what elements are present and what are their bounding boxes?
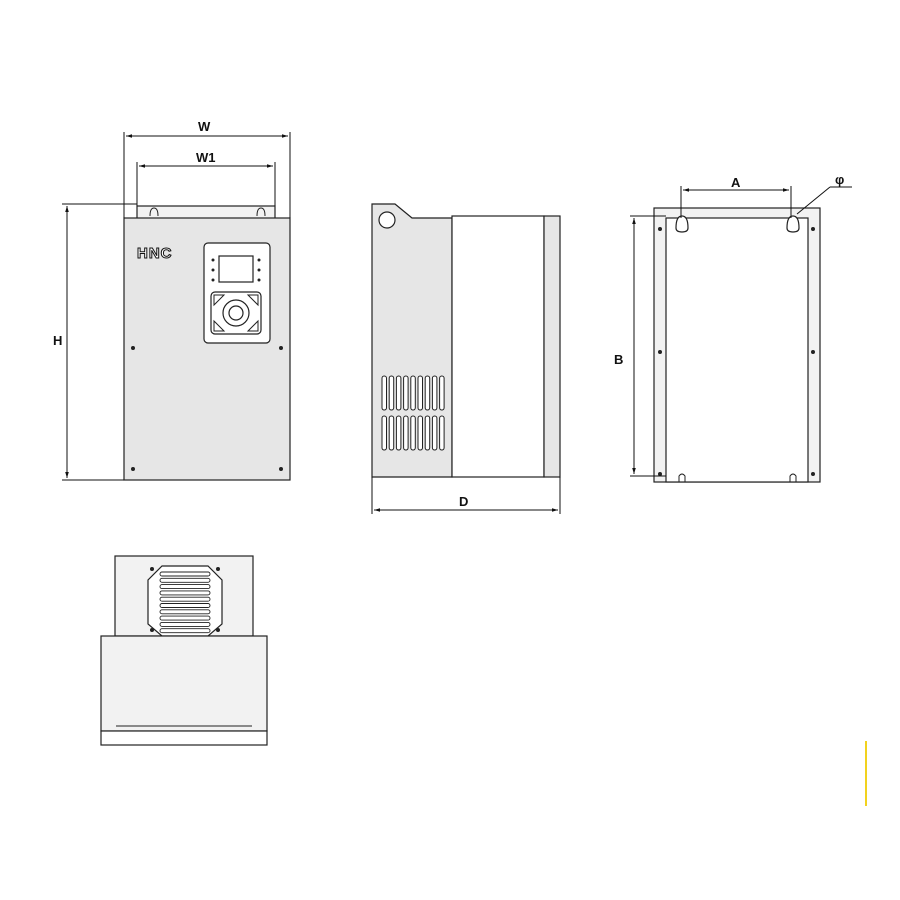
side-front-cover xyxy=(451,215,545,478)
dim-w-label: W xyxy=(198,119,211,134)
vent-slot xyxy=(439,415,445,451)
screw xyxy=(658,472,662,476)
screw xyxy=(811,227,815,231)
dim-d-label: D xyxy=(459,494,468,509)
screw xyxy=(150,567,154,571)
vent-slot xyxy=(403,375,409,411)
indicator-led xyxy=(211,268,215,272)
vent-slot xyxy=(424,415,431,451)
keyhole-right xyxy=(786,215,800,233)
grille-bar xyxy=(159,621,211,627)
dim-hole-label: φ xyxy=(835,172,844,187)
keypad-display xyxy=(218,255,254,283)
keypad-corner-keys xyxy=(213,294,259,332)
front-slot-right xyxy=(256,207,266,217)
indicator-led xyxy=(211,278,215,282)
vent-slot xyxy=(417,375,423,411)
keyhole-left xyxy=(675,215,689,233)
screw xyxy=(279,467,283,471)
grille-bar xyxy=(159,609,211,615)
screw xyxy=(150,628,154,632)
vent-slot xyxy=(403,415,409,451)
vent-slot xyxy=(388,375,395,411)
rear-body xyxy=(665,217,809,483)
dim-w1-label: W1 xyxy=(196,150,216,165)
brand-logo: HNC xyxy=(137,245,173,262)
screw xyxy=(658,350,662,354)
grille-bar xyxy=(159,596,211,602)
indicator-led xyxy=(211,258,215,262)
indicator-led xyxy=(257,278,261,282)
front-slot-left xyxy=(149,207,159,217)
grille-bar xyxy=(159,577,211,583)
indicator-led xyxy=(257,268,261,272)
grille-bar xyxy=(159,628,211,634)
top-base-plate xyxy=(100,730,268,746)
vent-slot xyxy=(395,375,402,411)
vent-slot xyxy=(439,375,445,411)
vent-slot xyxy=(410,375,416,411)
fan-grille xyxy=(159,571,211,634)
screw xyxy=(658,227,662,231)
vent-slot xyxy=(381,415,387,451)
vent-slot xyxy=(388,415,395,451)
top-body xyxy=(100,635,268,732)
dim-h-label: H xyxy=(53,333,62,348)
vent-slot xyxy=(431,375,438,411)
vent-slot xyxy=(395,415,402,451)
screw xyxy=(216,567,220,571)
screw xyxy=(216,628,220,632)
side-view: D xyxy=(371,203,561,514)
side-front-strip xyxy=(543,215,561,478)
grille-bar xyxy=(159,615,211,621)
screw xyxy=(131,467,135,471)
screw xyxy=(131,346,135,350)
grille-bar xyxy=(159,603,211,608)
vent-slot xyxy=(431,415,438,451)
top-view xyxy=(100,555,268,746)
bottom-slot-left xyxy=(678,473,686,482)
screw xyxy=(811,472,815,476)
dim-b-label: B xyxy=(614,352,623,367)
dim-a-label: A xyxy=(731,175,741,190)
bottom-slot-right xyxy=(789,473,797,482)
vent-slot xyxy=(410,415,416,451)
vent-slots xyxy=(381,375,445,451)
grille-bar xyxy=(159,584,211,590)
indicator-led xyxy=(257,258,261,262)
keypad-dial-center xyxy=(228,305,244,321)
lifting-hole xyxy=(378,211,396,229)
screw xyxy=(811,350,815,354)
grille-bar xyxy=(159,571,211,577)
grille-bar xyxy=(159,590,211,596)
vent-slot xyxy=(381,375,387,411)
vent-slot xyxy=(417,415,423,451)
rear-view: A φ B xyxy=(614,172,852,483)
vent-slot xyxy=(424,375,431,411)
screw xyxy=(279,346,283,350)
front-view: HNC W W1 H xyxy=(53,119,291,481)
